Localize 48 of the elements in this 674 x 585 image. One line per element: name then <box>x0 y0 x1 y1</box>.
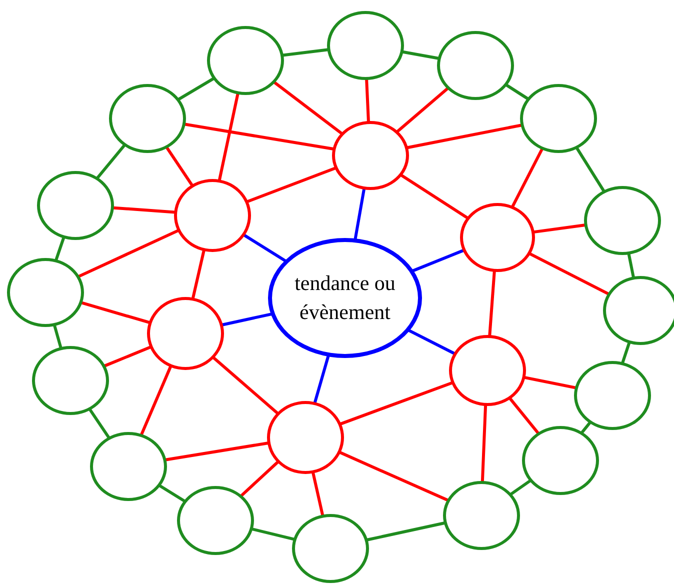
connector-line <box>580 420 592 434</box>
connector-line <box>532 224 586 234</box>
connector-line <box>158 484 186 502</box>
consequence-circle <box>266 400 344 474</box>
connector-line <box>272 80 343 135</box>
connector-line <box>103 346 152 368</box>
connector-line <box>96 144 126 180</box>
connector-line <box>620 341 632 364</box>
connector-line <box>80 300 150 324</box>
consequence-circle <box>522 426 598 494</box>
connector-line <box>250 527 295 541</box>
connector-line <box>338 381 454 426</box>
connector-line <box>399 173 468 220</box>
connector-line <box>354 187 366 241</box>
connector-line <box>396 86 450 134</box>
connector-line <box>164 442 269 462</box>
connector-line <box>528 252 610 296</box>
connector-line <box>480 404 488 482</box>
connector-line <box>77 228 180 278</box>
connector-line <box>112 206 176 214</box>
connector-line <box>338 450 448 502</box>
connector-line <box>366 521 446 542</box>
connector-line <box>365 78 370 122</box>
connector-line <box>311 470 324 516</box>
connector-line <box>508 396 540 434</box>
connector-line <box>211 355 279 415</box>
connector-line <box>52 324 62 348</box>
connector-line <box>54 236 66 261</box>
connector-line <box>191 248 206 300</box>
connector-line <box>522 376 576 390</box>
connector-line <box>406 124 522 150</box>
connector-line <box>88 407 110 439</box>
connector-line <box>401 50 439 60</box>
node-label: tendance ou évènement <box>294 270 396 326</box>
connector-line <box>246 166 337 204</box>
connector-line <box>574 146 606 192</box>
connector-line <box>140 364 172 436</box>
connector-line <box>510 147 544 208</box>
connector-line <box>218 92 240 182</box>
connector-line <box>509 479 532 496</box>
connector-line <box>164 145 194 186</box>
connector-line <box>504 82 529 100</box>
connector-line <box>627 252 635 278</box>
connector-line <box>177 76 215 102</box>
connector-line <box>281 48 329 57</box>
connector-line <box>240 460 280 498</box>
connector-line <box>488 270 496 336</box>
connector-line <box>183 122 334 150</box>
